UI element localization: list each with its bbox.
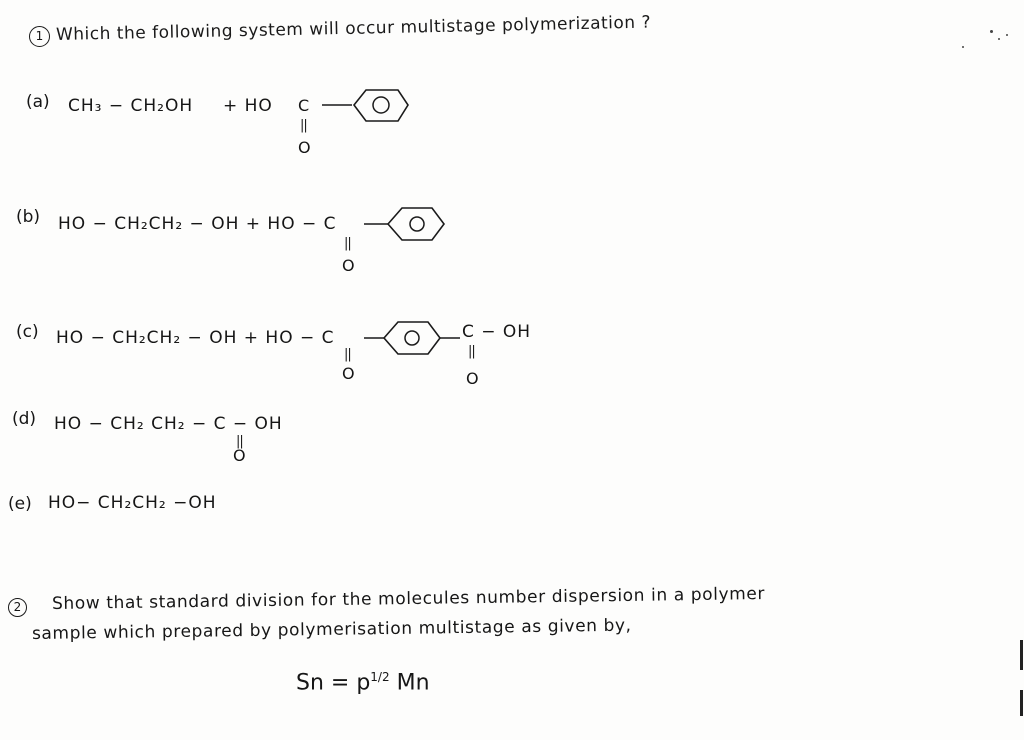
- option-d-lhs: HO − CH₂ CH₂ − C − OH: [54, 414, 283, 434]
- option-a-plus-ho: + HO: [223, 96, 273, 116]
- option-b-oxygen: O: [342, 256, 355, 275]
- option-d-label: (d): [12, 409, 37, 429]
- page-edge-mark: [1020, 640, 1023, 670]
- option-b-label: (b): [16, 207, 41, 227]
- option-c-rhs: C − OH: [462, 322, 532, 342]
- option-b-double-bond: ||: [344, 236, 352, 251]
- option-c-double-bond-2: ||: [468, 344, 476, 359]
- question-1-text: Which the following system will occur mu…: [55, 12, 652, 45]
- option-a-oxygen: O: [298, 138, 311, 157]
- option-e-lhs: HO− CH₂CH₂ −OH: [48, 493, 217, 513]
- ink-speck: [962, 46, 964, 48]
- benzene-ring-icon: [364, 207, 445, 241]
- ink-speck: [998, 38, 1000, 40]
- option-d-double-bond: ||: [236, 434, 244, 449]
- option-a-label: (a): [26, 92, 50, 112]
- option-b-lhs: HO − CH₂CH₂ − OH + HO − C: [58, 214, 337, 234]
- option-a-carbon: C: [298, 96, 310, 115]
- option-d-oxygen: O: [233, 446, 246, 465]
- question-2-line-1: Show that standard division for the mole…: [51, 584, 766, 614]
- equation-lhs: Sn = p: [296, 670, 371, 696]
- benzene-ring-icon: [322, 89, 409, 122]
- option-c-oxygen: O: [342, 364, 355, 383]
- page-edge-mark: [1020, 690, 1023, 716]
- ink-speck: [990, 30, 993, 33]
- option-c-oxygen-2: O: [466, 369, 479, 388]
- equation: Sn = p1/2 Mn: [296, 670, 430, 695]
- equation-exponent: 1/2: [370, 670, 390, 684]
- option-c-label: (c): [16, 322, 39, 342]
- equation-rhs: Mn: [396, 670, 430, 696]
- question-1-number: 1: [29, 26, 50, 47]
- ink-speck: [1006, 34, 1008, 36]
- question-2-line-2: sample which prepared by polymerisation …: [31, 615, 632, 644]
- benzene-ring-icon: [364, 321, 460, 355]
- option-a-double-bond: ||: [300, 118, 308, 133]
- option-c-double-bond: ||: [344, 347, 352, 362]
- option-e-label: (e): [8, 494, 32, 514]
- option-a-lhs: CH₃ − CH₂OH: [68, 96, 194, 116]
- option-c-lhs: HO − CH₂CH₂ − OH + HO − C: [56, 328, 335, 348]
- question-2-number: 2: [8, 598, 27, 617]
